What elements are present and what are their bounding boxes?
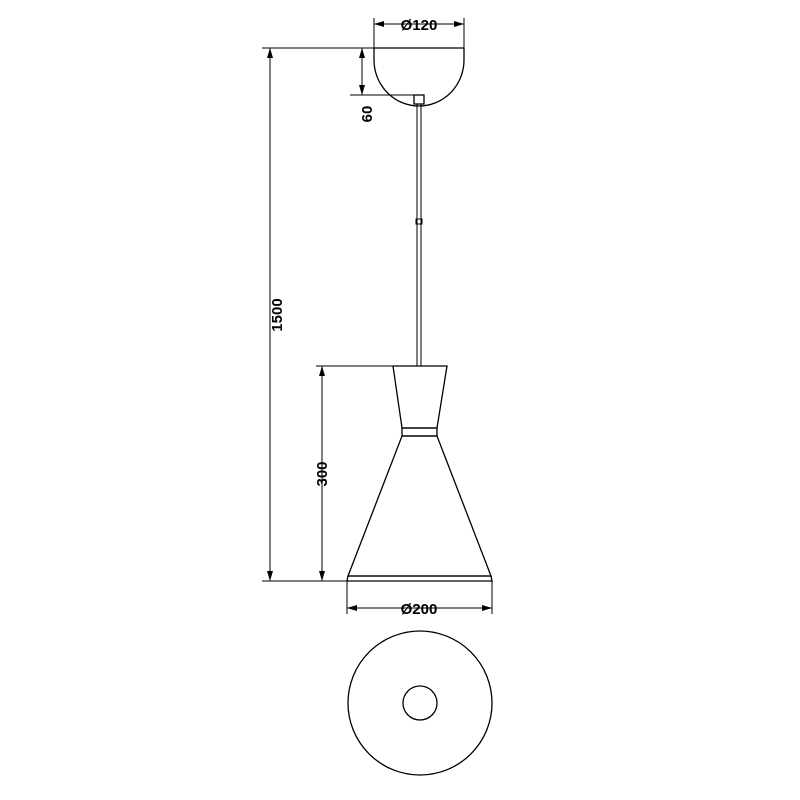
canopy-diameter-label: Ø120 [401,17,438,34]
overall-height-label: 1500 [269,298,286,331]
canopy-height-label: 60 [359,106,376,123]
shade-bottom-view [347,630,493,776]
suspension-rod [415,104,423,366]
ceiling-canopy [373,47,465,107]
dimension-canopy-height: 60 [350,47,414,123]
shade-diameter-label: Ø200 [401,601,438,618]
dimension-shade-diameter: Ø200 [346,581,493,618]
shade-height-label: 300 [314,461,331,486]
dimension-overall-height: 1500 [262,47,374,582]
dimension-shade-height: 300 [314,365,393,581]
lamp-shade [346,365,493,582]
dimension-canopy-diameter: Ø120 [373,17,465,48]
